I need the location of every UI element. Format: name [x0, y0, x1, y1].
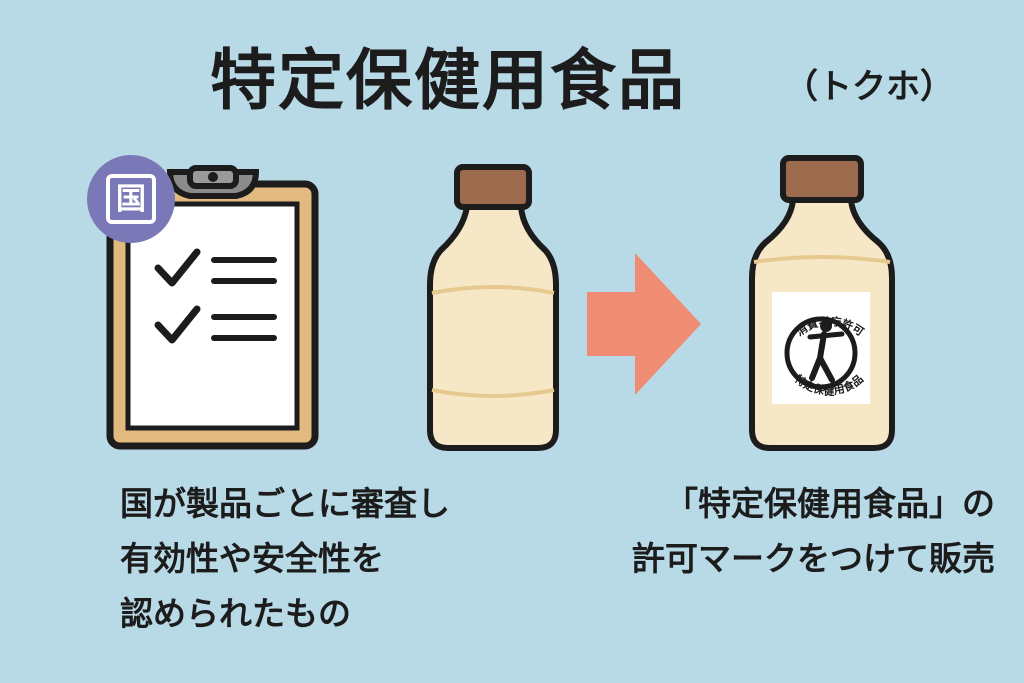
caption-left-line: 認められたもの	[120, 594, 351, 633]
page-subtitle: （トクホ）	[784, 67, 954, 107]
caption-left-line: 有効性や安全性を	[120, 539, 384, 578]
tokuho-seal-icon: 消費者庁許可 特定保健用食品	[772, 292, 870, 404]
caption-left-line: 国が製品ごとに審査し	[120, 484, 450, 523]
caption-right: 「特定保健用食品」の 許可マークをつけて販売	[570, 476, 995, 586]
arrow-right-icon	[587, 253, 701, 395]
checkmark-icon	[154, 248, 201, 287]
page-title: 特定保健用食品	[210, 42, 686, 119]
bottle-icon	[427, 164, 559, 451]
checkmark-icon	[154, 305, 201, 344]
badge-text: 国	[116, 182, 146, 217]
caption-right-line: 許可マークをつけて販売	[632, 539, 995, 578]
caption-left: 国が製品ごとに審査し 有効性や安全性を 認められたもの	[120, 476, 450, 641]
clipboard-icon	[106, 165, 319, 450]
government-badge: 国	[87, 155, 175, 243]
person-figure-icon	[807, 320, 845, 383]
caption-right-line: 「特定保健用食品」の	[665, 484, 995, 523]
